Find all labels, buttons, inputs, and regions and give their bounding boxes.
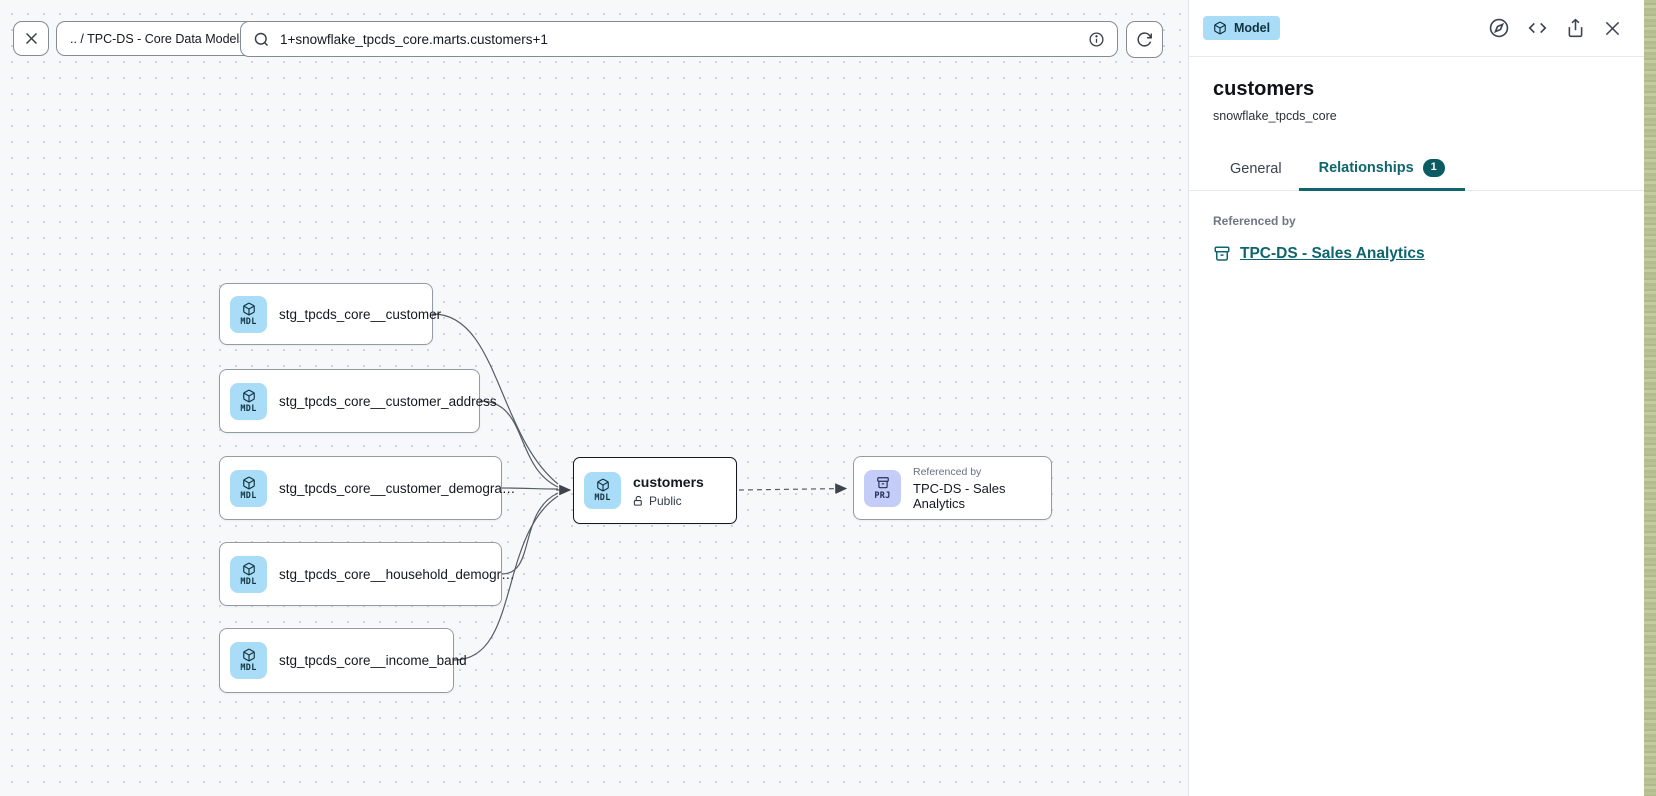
node-stg-income-band[interactable]: MDL stg_tpcds_core__income_band <box>219 628 467 693</box>
code-icon[interactable] <box>1526 17 1549 39</box>
node-stg-household-demographics[interactable]: MDL stg_tpcds_core__household_demogr… <box>219 542 515 606</box>
project-link[interactable]: TPC-DS - Sales Analytics <box>1240 244 1425 262</box>
search-icon <box>254 32 269 46</box>
node-type-label: PRJ <box>874 490 891 501</box>
cube-icon <box>596 478 609 492</box>
lock-open-icon <box>633 495 642 506</box>
share-icon[interactable] <box>1565 17 1586 39</box>
panel-header: Model <box>1189 0 1644 57</box>
tab-relationships[interactable]: Relationships 1 <box>1298 148 1465 191</box>
access-label: Public <box>649 493 682 508</box>
model-badge: MDL <box>230 469 267 507</box>
compass-icon[interactable] <box>1488 17 1510 39</box>
model-badge: MDL <box>230 555 267 593</box>
tab-general[interactable]: General <box>1213 150 1299 190</box>
edge-income-band <box>453 495 559 661</box>
node-type-label: MDL <box>594 493 611 503</box>
node-stg-customer-demographics[interactable]: MDL stg_tpcds_core__customer_demogra… <box>219 456 515 520</box>
model-badge: MDL <box>230 382 267 420</box>
edge-household-demographics <box>501 492 559 575</box>
edge-customer-address <box>479 400 559 488</box>
cube-icon <box>242 476 255 489</box>
node-label: stg_tpcds_core__customer <box>279 306 442 322</box>
node-type-label: MDL <box>240 316 257 327</box>
relationships-section: Referenced by TPC-DS - Sales Analytics <box>1189 191 1644 286</box>
info-icon[interactable] <box>1088 31 1105 48</box>
resource-type-badge: Model <box>1203 16 1281 40</box>
model-badge: MDL <box>230 642 267 679</box>
edge-customer-demographics <box>501 487 559 490</box>
tab-count-badge: 1 <box>1422 159 1445 177</box>
node-label: stg_tpcds_core__household_demogr… <box>279 566 515 582</box>
lineage-edges <box>432 313 848 661</box>
lineage-canvas[interactable]: MDL stg_tpcds_core__customer MDL stg_tpc… <box>0 0 1188 796</box>
archive-icon <box>1214 246 1230 261</box>
model-badge: MDL <box>230 295 267 333</box>
node-type-label: MDL <box>240 403 257 414</box>
close-lineage-button[interactable] <box>13 21 49 56</box>
node-label: stg_tpcds_core__income_band <box>279 653 467 668</box>
close-icon[interactable] <box>1602 18 1623 39</box>
lineage-search-bar[interactable] <box>240 21 1118 57</box>
node-project-sales-analytics[interactable]: PRJ Referenced by TPC-DS - Sales Analyti… <box>853 456 1052 520</box>
cube-icon <box>242 389 255 402</box>
cube-icon <box>242 648 255 662</box>
refresh-lineage-button[interactable] <box>1126 21 1163 58</box>
resource-type-label: Model <box>1234 21 1271 35</box>
cube-icon <box>1214 21 1226 35</box>
search-input[interactable] <box>280 31 1078 47</box>
panel-tabs: General Relationships 1 <box>1189 148 1644 191</box>
node-label: TPC-DS - Sales Analytics <box>913 480 1006 511</box>
cube-icon <box>242 562 255 575</box>
breadcrumb-label: .. / TPC-DS - Core Data Models <box>70 31 246 46</box>
node-sublabel: Referenced by <box>913 465 982 478</box>
node-stg-customer-address[interactable]: MDL stg_tpcds_core__customer_address <box>219 369 497 433</box>
edge-customers-to-project <box>738 483 848 495</box>
node-customers-selected[interactable]: MDL customers Public <box>573 457 737 524</box>
referenced-by-row: TPC-DS - Sales Analytics <box>1213 245 1620 263</box>
node-type-label: MDL <box>240 490 257 501</box>
cube-icon <box>242 302 255 315</box>
project-name: snowflake_tpcds_core <box>1213 109 1337 123</box>
details-panel: Model customers snowflake_tpcds_core Gen… <box>1188 0 1644 796</box>
refresh-icon <box>1137 32 1152 47</box>
tab-label: General <box>1230 160 1282 177</box>
referenced-by-label: Referenced by <box>1213 213 1296 228</box>
archive-icon <box>876 476 889 488</box>
model-badge: MDL <box>584 472 621 509</box>
edge-customer <box>432 313 559 485</box>
node-label: stg_tpcds_core__customer_demogra… <box>279 480 516 496</box>
project-badge: PRJ <box>864 469 901 507</box>
desktop-background-strip <box>1644 0 1656 796</box>
node-type-label: MDL <box>240 576 257 587</box>
close-icon <box>25 33 37 44</box>
node-type-label: MDL <box>240 663 257 673</box>
breadcrumb[interactable]: .. / TPC-DS - Core Data Models <box>56 21 260 56</box>
node-stg-customer[interactable]: MDL stg_tpcds_core__customer <box>219 283 441 345</box>
page-title: customers <box>1213 78 1315 100</box>
node-label: stg_tpcds_core__customer_address <box>279 393 497 409</box>
node-label: customers <box>633 473 704 490</box>
tab-label: Relationships <box>1318 159 1414 176</box>
